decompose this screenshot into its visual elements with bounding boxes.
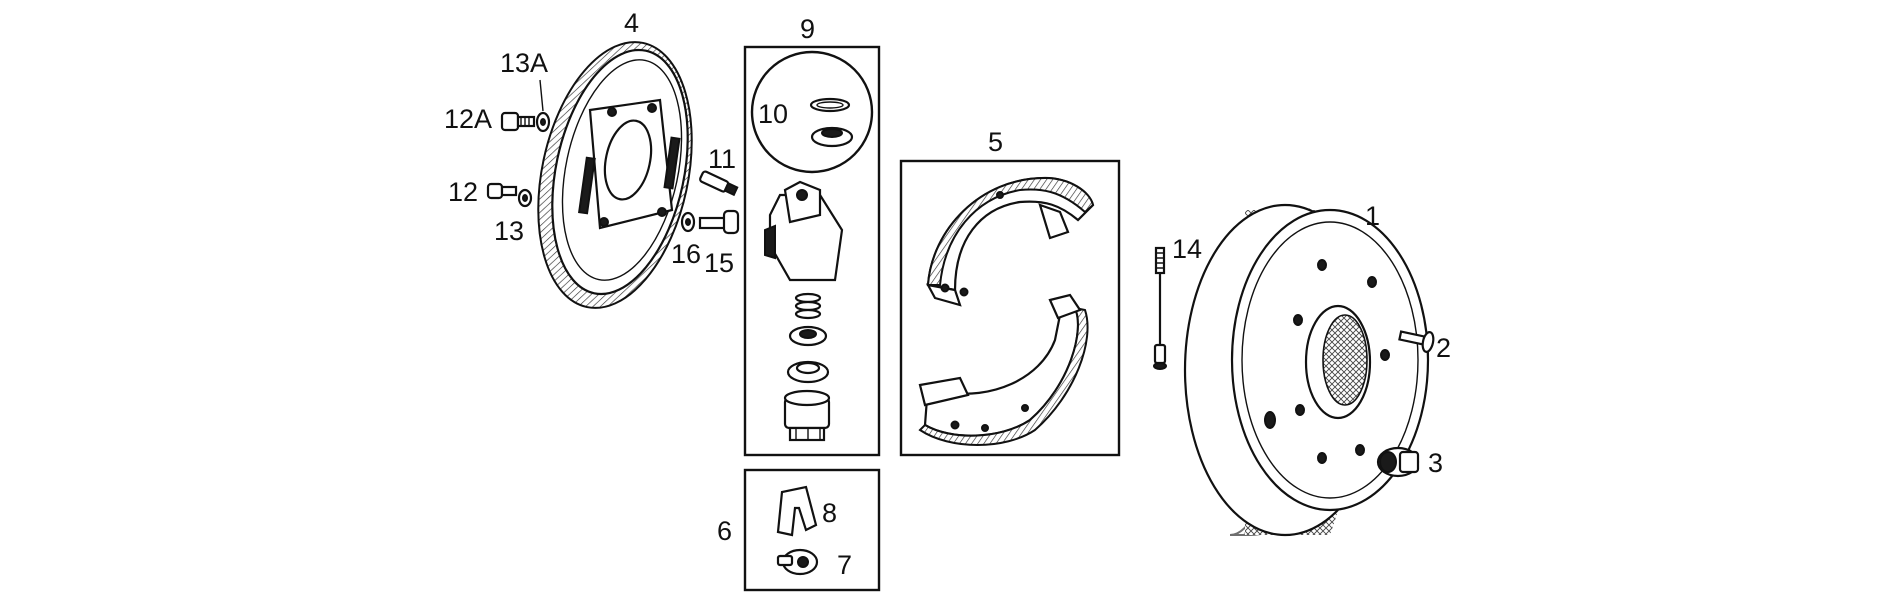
- wheel-cylinder-body: [764, 180, 844, 282]
- label-9: 9: [800, 14, 815, 44]
- brake-shoe-upper: [925, 176, 1095, 307]
- screw-2: [1398, 330, 1435, 353]
- label-10: 10: [758, 99, 788, 129]
- bolt-12a: [500, 111, 536, 132]
- seal-cup: [810, 126, 854, 148]
- washer-13a: [535, 111, 551, 133]
- circle-seal-kit: [750, 50, 874, 174]
- cylinder-seal: [786, 360, 830, 384]
- retaining-spring-14: [1153, 246, 1167, 370]
- bolt-15: [698, 209, 740, 235]
- clip-8: [776, 485, 818, 537]
- cylinder-cup: [788, 325, 828, 347]
- label-8: 8: [822, 498, 837, 528]
- plug-3: [1376, 446, 1420, 478]
- label-6: 6: [717, 516, 732, 546]
- washer-13: [517, 188, 533, 208]
- box-wheel-cylinder: [743, 45, 881, 457]
- brake-shoe-lower: [918, 293, 1089, 446]
- label-1: 1: [1365, 201, 1380, 231]
- adjuster-7: [776, 548, 819, 576]
- washer-16: [680, 211, 696, 233]
- box-adjuster-kit: [743, 468, 881, 592]
- label-13: 13: [494, 216, 524, 246]
- label-12: 12: [448, 177, 478, 207]
- bleed-nipple-11: [699, 170, 739, 197]
- cylinder-piston: [783, 389, 831, 442]
- label-5: 5: [988, 127, 1003, 157]
- box-brake-shoes: [899, 159, 1121, 457]
- label-15: 15: [704, 248, 734, 278]
- label-12a: 12A: [444, 104, 492, 134]
- backing-plate: [537, 41, 693, 309]
- spring: [794, 292, 822, 320]
- label-4: 4: [624, 8, 639, 38]
- label-11: 11: [708, 144, 736, 174]
- brake-drum: [1183, 203, 1430, 537]
- label-16: 16: [671, 239, 701, 269]
- label-13a: 13A: [500, 48, 548, 78]
- label-7: 7: [837, 550, 852, 580]
- label-14: 14: [1172, 234, 1202, 264]
- seal-ring: [809, 97, 851, 113]
- label-2: 2: [1436, 333, 1451, 363]
- label-3: 3: [1428, 448, 1443, 478]
- bolt-12: [486, 182, 518, 200]
